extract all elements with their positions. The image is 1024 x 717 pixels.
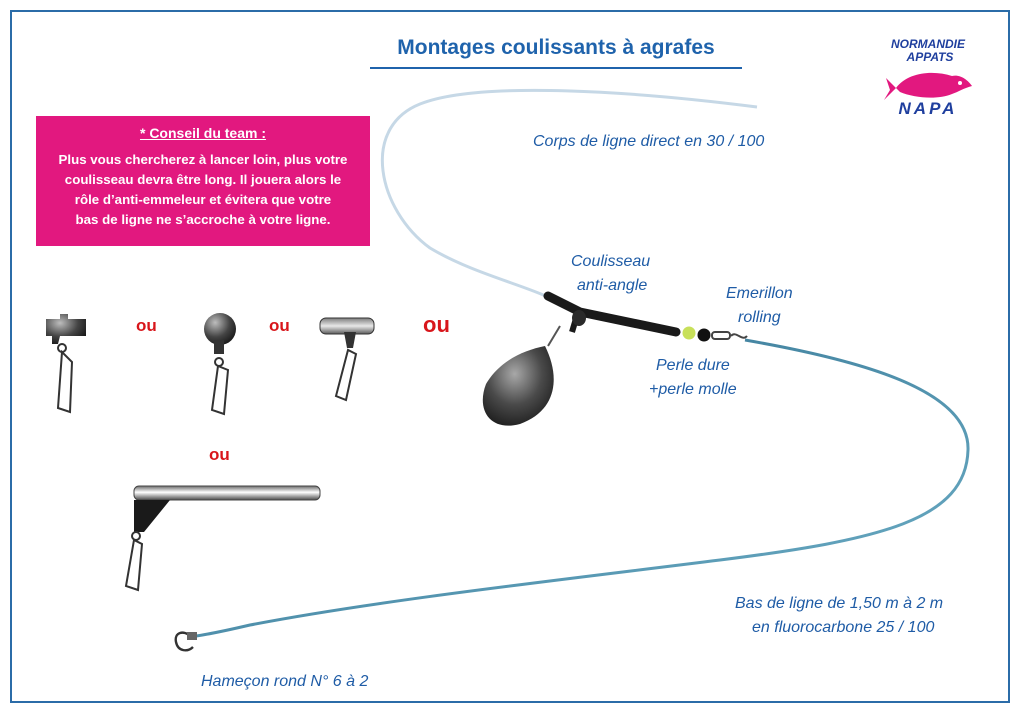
hard-bead-shape	[697, 328, 711, 342]
label-main-line: Corps de ligne direct en 30 / 100	[533, 133, 765, 150]
label-beads-1: Perle dure	[656, 357, 730, 374]
slider-boom	[543, 291, 681, 337]
label-swivel-2: rolling	[738, 309, 781, 326]
logo-graphic: NORMANDIE APPATS NAPA	[884, 37, 972, 118]
page-frame	[10, 10, 1010, 703]
logo-text-appats: APPATS	[906, 50, 954, 64]
tube-clip-stem-shape	[344, 332, 356, 348]
rolling-swivel	[711, 331, 748, 340]
hook	[174, 631, 197, 652]
tip-line-2: coulisseau devra être long. Il jouera al…	[64, 172, 342, 187]
sinker-weight	[482, 325, 561, 426]
fish-tail-shape	[884, 78, 896, 100]
label-slider-2: anti-angle	[577, 277, 648, 294]
ball-clip-stem-shape	[214, 340, 224, 354]
sinker-snap-shape	[547, 325, 561, 347]
ou-separator-1: ou	[136, 316, 157, 335]
tip-line-4: bas de ligne ne s’accroche à votre ligne…	[75, 212, 331, 227]
fish-body-shape	[896, 72, 972, 98]
boom-bracket-shape	[134, 500, 170, 532]
slider-junction-shape	[572, 310, 586, 326]
page-title: Montages coulissants à agrafes	[397, 36, 715, 59]
main-line-shape	[380, 88, 758, 299]
tube-clip-bar-shape	[319, 317, 375, 335]
slider-boom-shape	[543, 291, 681, 337]
hook-shape	[174, 631, 194, 652]
ou-separator-2: ou	[269, 316, 290, 335]
sinker-weight-shape	[482, 346, 554, 426]
clip-option-4	[124, 485, 321, 592]
tip-line-3: rôle d’anti-emmeleur et évitera que votr…	[74, 192, 332, 207]
boom-bar-shape	[133, 485, 321, 501]
normandie-appats-logo: NORMANDIE APPATS NAPA	[878, 36, 978, 118]
clip-snap-shape	[56, 349, 74, 414]
ball-clip-swivel-shape	[214, 357, 224, 367]
boom-snap-shape	[124, 538, 144, 592]
logo-text-napa: NAPA	[899, 99, 958, 116]
ou-separator-3: ou	[423, 312, 450, 337]
label-beads-2: +perle molle	[649, 381, 737, 398]
fish-eye-shape	[958, 81, 962, 85]
tip-title: * Conseil du team :	[139, 125, 267, 141]
swivel-body-shape	[711, 331, 731, 340]
label-slider-1: Coulisseau	[571, 253, 651, 270]
title-underline	[370, 67, 742, 69]
swivel-ring-shape	[730, 333, 748, 339]
logo-text-normandie: NORMANDIE	[891, 37, 966, 51]
hook-eye-shape	[187, 632, 197, 640]
leader-line-shape	[187, 338, 970, 639]
ball-clip-snap-shape	[210, 364, 230, 416]
label-hook: Hameçon rond N° 6 à 2	[201, 673, 369, 690]
team-tip-box: * Conseil du team : Plus vous chercherez…	[36, 116, 370, 246]
clip-option-1	[46, 314, 86, 414]
label-swivel-1: Emerillon	[726, 285, 793, 302]
clip-head-shape	[46, 314, 86, 344]
tube-clip-snap-shape	[334, 348, 358, 402]
soft-bead-shape	[682, 326, 696, 340]
clip-option-3	[319, 317, 375, 402]
tip-line-1: Plus vous chercherez à lancer loin, plus…	[58, 152, 348, 167]
label-leader-2: en fluorocarbone 25 / 100	[752, 619, 935, 636]
label-leader-1: Bas de ligne de 1,50 m à 2 m	[735, 595, 944, 612]
ball-clip-shape	[204, 313, 236, 345]
clip-option-2	[204, 313, 236, 416]
ou-separator-4: ou	[209, 445, 230, 464]
